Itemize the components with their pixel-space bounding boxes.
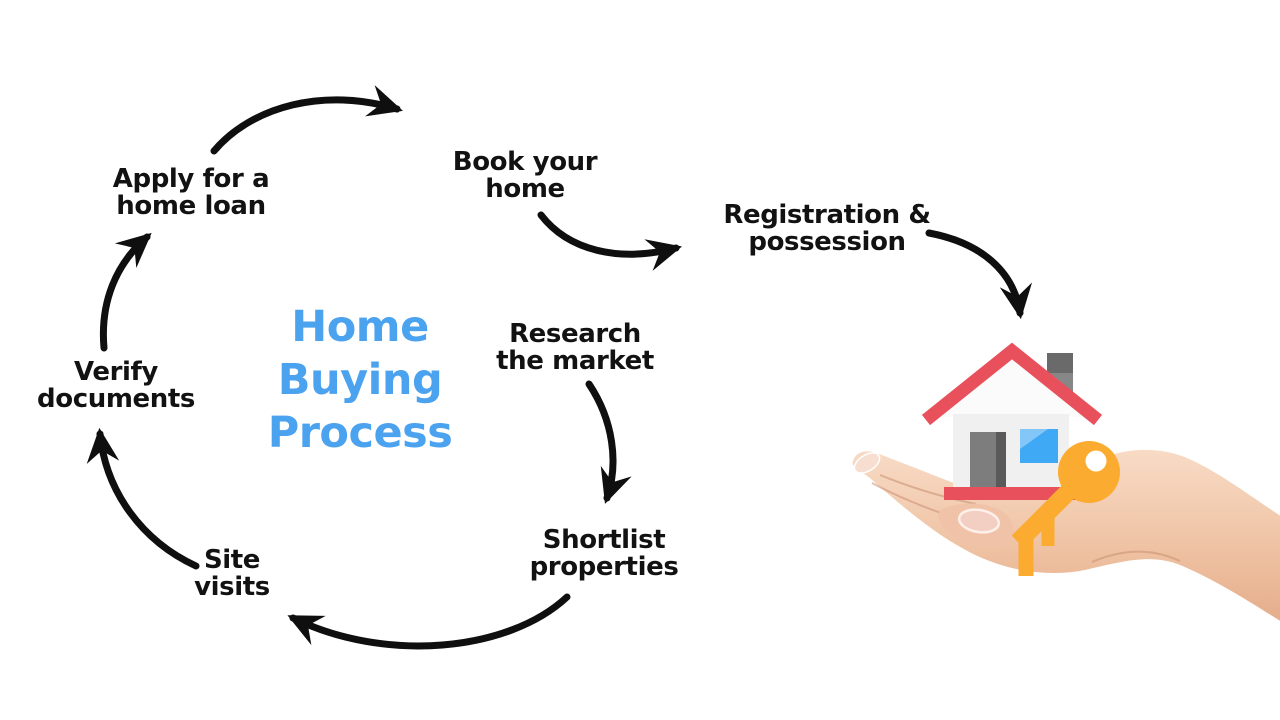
step-label-line: possession	[748, 227, 906, 257]
arrow-site-to-verify	[86, 427, 200, 570]
step-label-line: documents	[37, 384, 195, 414]
step-label-line: properties	[529, 552, 679, 582]
step-verify-documents: Verify documents	[37, 359, 195, 413]
key-icon	[1011, 441, 1120, 576]
step-label-line: Site	[203, 545, 261, 575]
arrow-book-to-registration	[537, 211, 683, 271]
title-line-3: Process	[267, 408, 453, 458]
step-site-visits: Site visits	[194, 547, 270, 601]
chimney-top	[1047, 353, 1073, 373]
step-research-market: Research the market	[496, 321, 654, 375]
step-label-line: Book your	[452, 147, 598, 177]
arrow-apply-to-book	[210, 85, 403, 155]
step-book-your-home: Book your home	[452, 147, 598, 204]
key-hole	[1085, 450, 1107, 472]
door-shade	[996, 432, 1006, 489]
step-label-line: Registration &	[723, 200, 931, 230]
step-label-line: Verify	[74, 357, 158, 387]
thumb-nail	[957, 508, 1001, 534]
key-head	[1058, 441, 1120, 503]
step-label-line: Research	[509, 319, 641, 349]
step-label-line: Shortlist	[542, 525, 666, 555]
step-label-line: Apply for a	[112, 164, 270, 194]
house-icon	[921, 342, 1103, 500]
step-label-line: home loan	[116, 191, 266, 221]
step-registration-possession: Registration & possession	[723, 200, 931, 257]
arrow-shortlist-to-site	[287, 593, 571, 650]
title-line-2: Buying	[277, 355, 443, 405]
page-title: Home Buying Process	[268, 301, 453, 460]
arrow-research-to-shortlist	[585, 380, 632, 504]
cycle-arrows	[86, 85, 1033, 650]
gable	[940, 358, 1084, 417]
arrow-verify-to-apply	[99, 232, 152, 352]
step-label-line: visits	[194, 572, 270, 602]
step-apply-home-loan: Apply for a home loan	[112, 164, 270, 221]
step-label-line: home	[485, 174, 565, 204]
arrow-registration-to-house	[925, 229, 1033, 320]
step-label-line: the market	[496, 346, 654, 376]
window-highlight	[1020, 429, 1048, 449]
roof	[921, 342, 1103, 426]
step-shortlist-properties: Shortlist properties	[530, 527, 679, 581]
fingertip-nail	[853, 452, 881, 474]
title-line-1: Home	[291, 302, 429, 352]
